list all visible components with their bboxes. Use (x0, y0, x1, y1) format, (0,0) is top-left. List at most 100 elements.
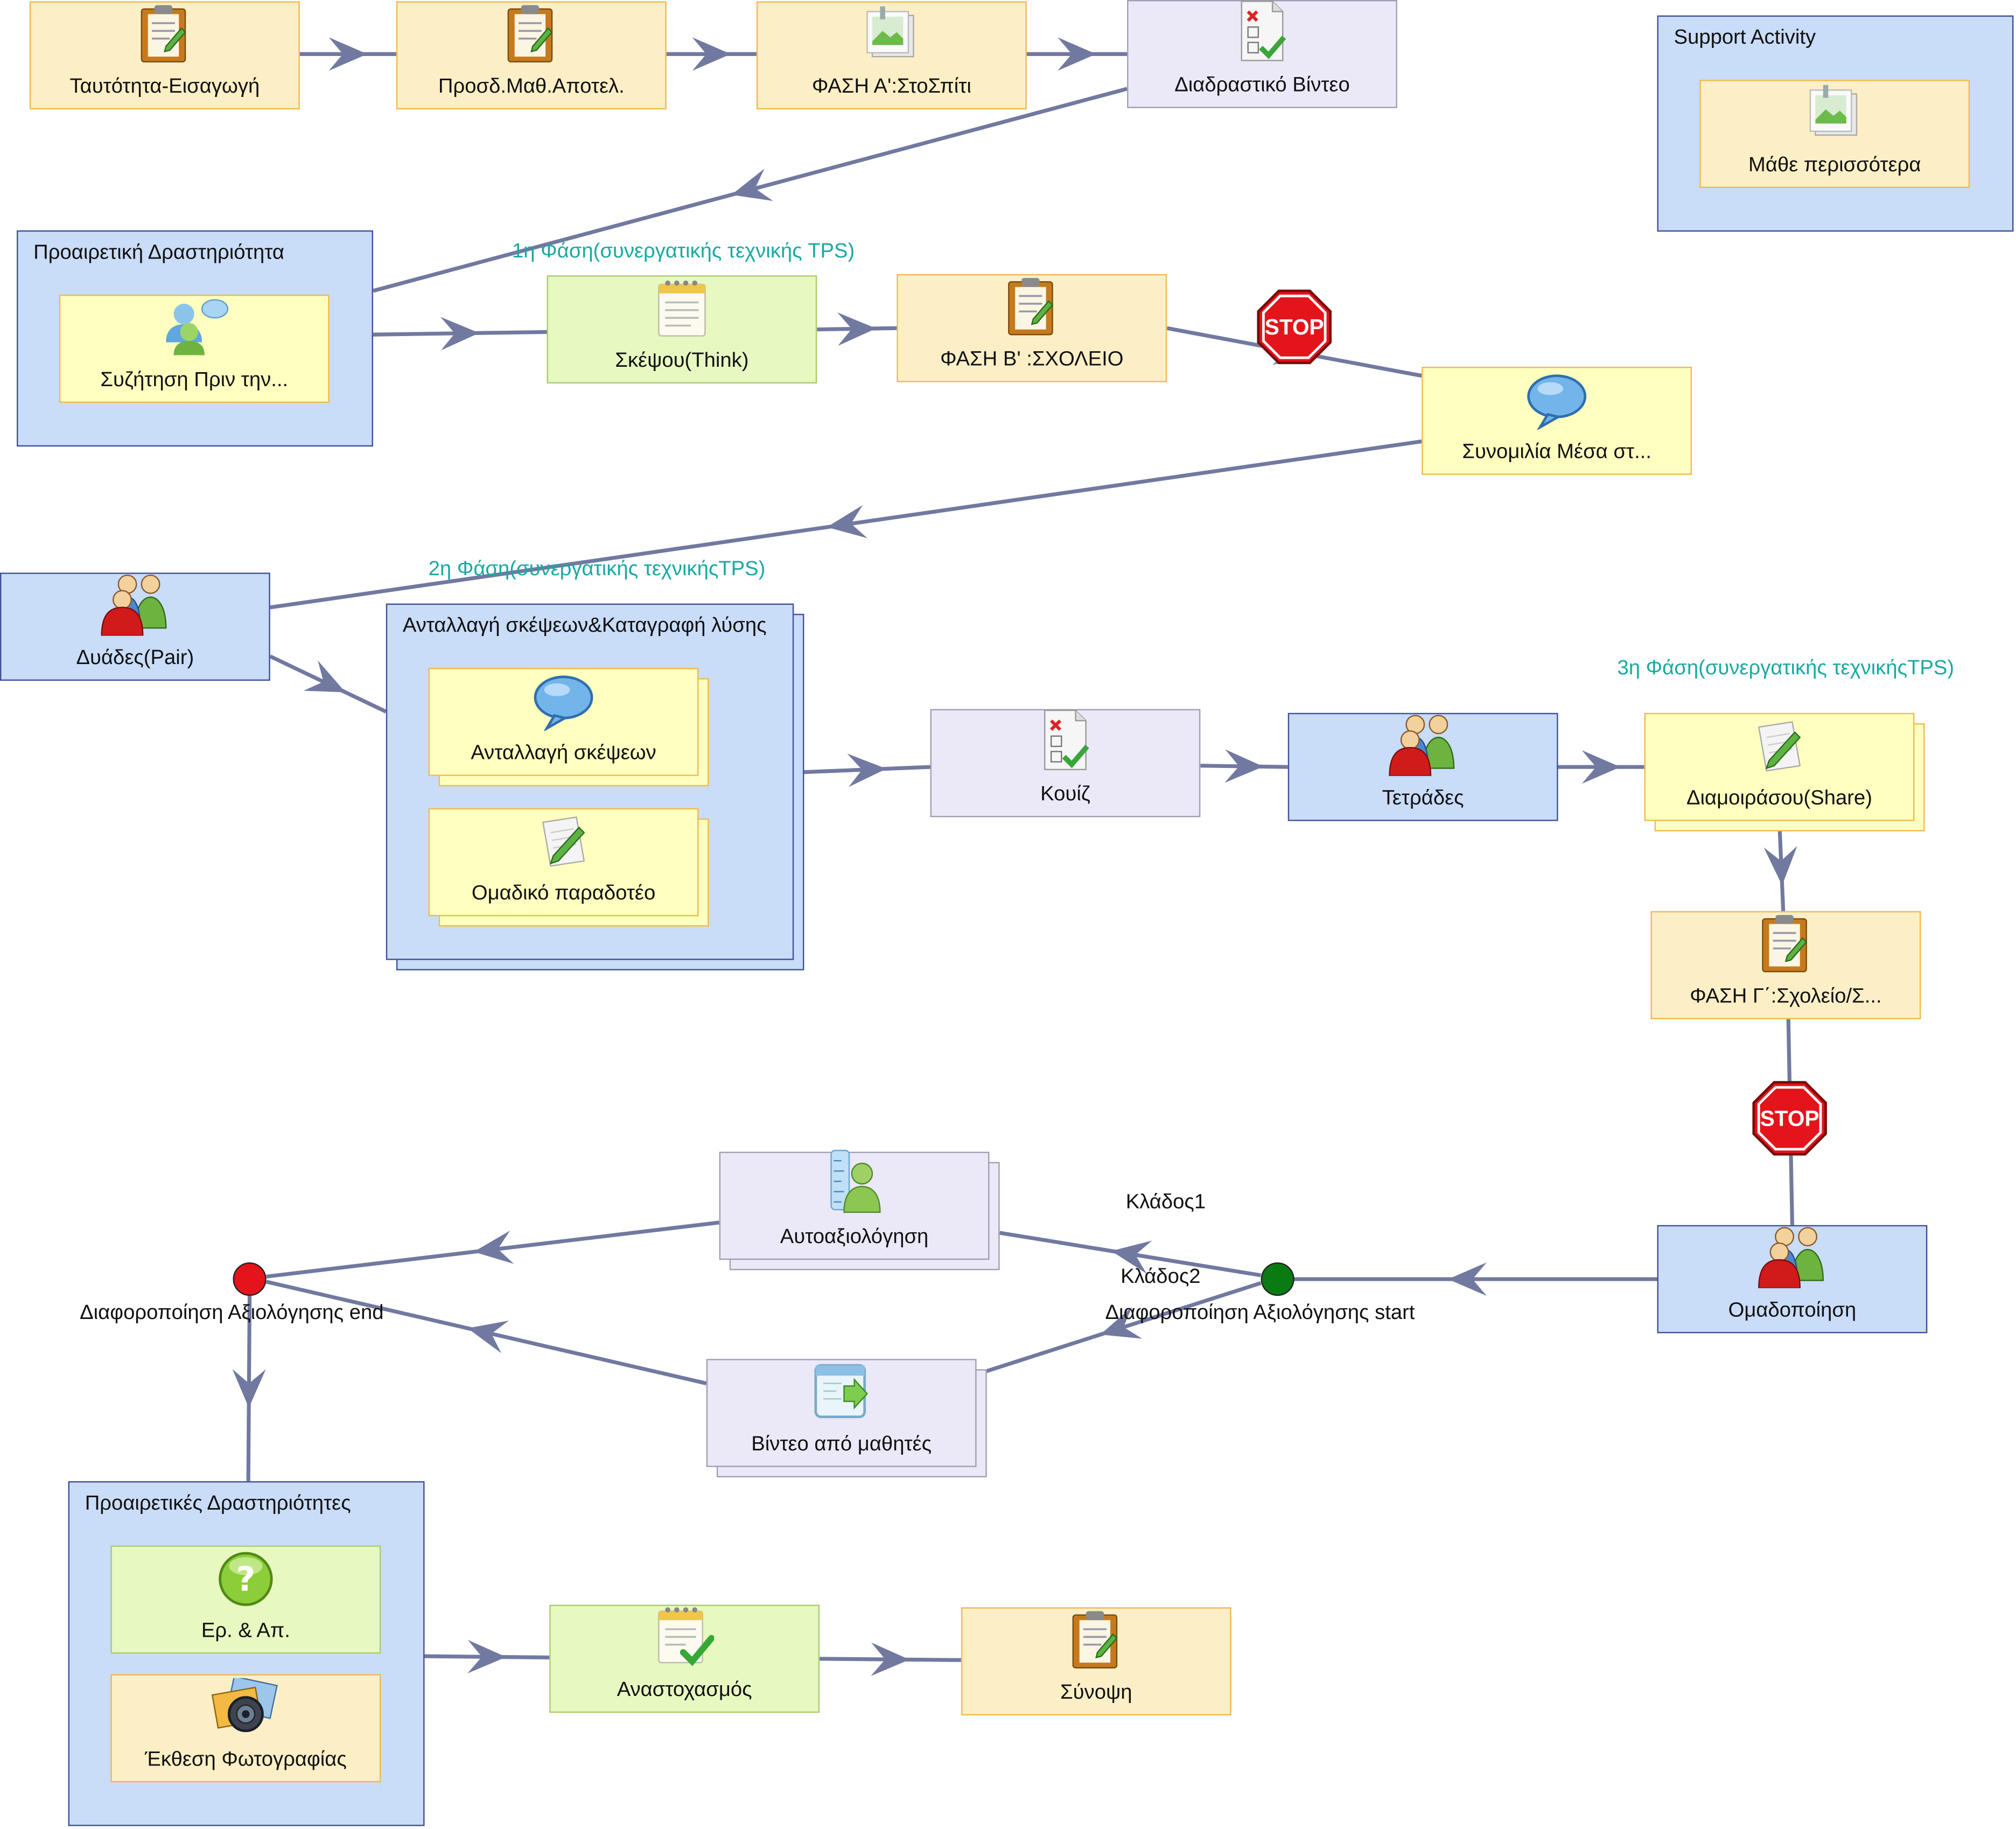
connector-arrowhead (871, 1642, 910, 1676)
activity-label: Δυάδες(Pair) (76, 647, 194, 669)
activity-label: Κουίζ (1040, 784, 1090, 806)
activity-label: Ομαδικό παραδοτέο (471, 883, 656, 905)
connector-arrowhead (692, 37, 731, 71)
activity-reflection[interactable]: Αναστοχασμός (549, 1603, 820, 1713)
connector-arrowhead (1581, 750, 1621, 784)
activity-think[interactable]: Σκέψου(Think) (547, 275, 817, 384)
activity-label: Συνομιλία Μέσα στ... (1462, 441, 1651, 464)
picture-icon (1805, 83, 1864, 149)
activity-label: Βίντεο από μαθητές (751, 1433, 932, 1456)
activity-grouping[interactable]: Ομαδοποίηση (1657, 1225, 1928, 1334)
activity-exchange-thoughts[interactable]: Ανταλλαγή σκέψεων (428, 668, 699, 776)
group-icon (1756, 1224, 1829, 1294)
container-title: Προαιρετικές Δραστηριότητες (85, 1492, 351, 1515)
activity-label: Σκέψου(Think) (615, 350, 749, 372)
gate-start-node[interactable] (1261, 1262, 1294, 1296)
activity-self-assessment[interactable]: Αυτοαξιολόγηση (719, 1149, 990, 1260)
container-title: Ανταλλαγή σκέψεων&Καταγραφή λύσης (402, 615, 767, 637)
paper-pencil-icon (535, 812, 592, 878)
activity-label: ΦΑΣΗ Α':ΣτοΣπίτι (811, 75, 971, 98)
photo-icon (209, 1676, 282, 1744)
stop-gate-1[interactable]: STOP (1257, 289, 1332, 365)
connector-arrowhead (1058, 37, 1096, 71)
container-title: Support Activity (1674, 27, 1816, 49)
activity-chat-inside[interactable]: Συνομιλία Μέσα στ... (1422, 366, 1692, 475)
video-icon (810, 1360, 872, 1429)
connector-arrowhead (837, 312, 877, 346)
activity-label: Ταυτότητα-Εισαγωγή (69, 75, 260, 98)
activity-label: Έκθεση Φωτογραφίας (144, 1749, 347, 1771)
quiz-icon (1038, 708, 1092, 778)
phase-1-label: 1η Φάση(συνεργατικής τεχνικής TPS) (512, 240, 855, 263)
svg-text:?: ? (236, 1559, 255, 1598)
connector-arrowhead (1763, 846, 1797, 885)
activity-interactive-video[interactable]: Διαδραστικό Βίντεο (1127, 0, 1397, 108)
gate-end-node[interactable] (233, 1262, 267, 1296)
activity-discussion-before[interactable]: Συζήτηση Πριν την... (59, 295, 330, 403)
chat-users-icon (158, 296, 230, 365)
activity-phase-a[interactable]: ΦΑΣΗ Α':ΣτοΣπίτι (756, 1, 1027, 110)
quiz-icon (1235, 0, 1289, 69)
activity-student-videos[interactable]: Βίντεο από μαθητές (706, 1359, 977, 1467)
self-assessment-icon (826, 1148, 883, 1221)
connector-arrowhead (1100, 1307, 1143, 1339)
clipboard-icon (138, 3, 192, 71)
connector-arrowhead (232, 1369, 266, 1408)
picture-icon (862, 5, 921, 71)
activity-pairs[interactable]: Δυάδες(Pair) (0, 573, 270, 681)
svg-text:STOP: STOP (1265, 315, 1324, 339)
activity-label: Διαδραστικό Βίντεο (1174, 74, 1350, 97)
connector-arrowhead (1224, 749, 1264, 783)
connector-arrowhead (467, 1639, 507, 1674)
group-icon (99, 571, 171, 642)
connector-arrowhead (440, 317, 480, 351)
paper-pencil-icon (1751, 717, 1808, 783)
connector-arrowhead (1448, 1262, 1487, 1296)
activity-group-deliverable[interactable]: Ομαδικό παραδοτέο (428, 808, 699, 917)
connector-arrowhead (731, 169, 773, 201)
connector-arrowhead (328, 37, 368, 71)
activity-label: Ανταλλαγή σκέψεων (471, 742, 656, 765)
activity-qa[interactable]: ? Ερ. & Απ. (110, 1545, 381, 1654)
activity-phase-b[interactable]: ΦΑΣΗ Β' :ΣΧΟΛΕΙΟ (897, 274, 1167, 382)
connector-arrowhead (467, 1321, 509, 1353)
activity-label: Διαμοιράσου(Share) (1686, 787, 1873, 809)
activity-summary[interactable]: Σύνοψη (961, 1607, 1231, 1716)
activity-label: Μάθε περισσότερα (1748, 154, 1921, 177)
speech-bubble-icon (1524, 373, 1588, 436)
stop-gate-2[interactable]: STOP (1752, 1081, 1827, 1156)
checklist-icon (655, 1603, 715, 1674)
activity-label: Ερ. & Απ. (201, 1620, 290, 1642)
activity-photo-exhibition[interactable]: Έκθεση Φωτογραφίας (110, 1674, 381, 1783)
activity-phase-c[interactable]: ΦΑΣΗ Γ΄:Σχολείο/Σ... (1650, 911, 1921, 1020)
phase-2-label: 2η Φάση(συνεργατικής τεχνικήςTPS) (428, 558, 766, 581)
question-icon: ? (216, 1549, 275, 1615)
activity-label: ΦΑΣΗ Β' :ΣΧΟΛΕΙΟ (940, 348, 1124, 371)
activity-label: Σύνοψη (1060, 1681, 1132, 1704)
notepad-icon (655, 277, 709, 345)
activity-label: Προσδ.Μαθ.Αποτελ. (438, 75, 625, 98)
connector-arrowhead (827, 505, 867, 539)
connector-arrowhead (473, 1231, 514, 1264)
activity-label: Αυτοαξιολόγηση (780, 1226, 929, 1248)
connector-arrowhead (303, 660, 346, 693)
branch-1-label: Κλάδος1 (1125, 1191, 1206, 1214)
connector-arrowhead (1111, 1240, 1152, 1274)
activity-quads[interactable]: Τετράδες (1287, 713, 1558, 821)
activity-learn-more[interactable]: Μάθε περισσότερα (1699, 80, 1970, 188)
svg-text:STOP: STOP (1760, 1106, 1819, 1131)
speech-bubble-icon (531, 674, 596, 737)
phase-3-label: 3η Φάση(συνεργατικής τεχνικήςTPS) (1617, 657, 1955, 680)
activity-share[interactable]: Διαμοιράσου(Share) (1644, 713, 1915, 821)
clipboard-icon (1005, 275, 1059, 344)
activity-intro[interactable]: Ταυτότητα-Εισαγωγή (29, 1, 300, 110)
activity-label: ΦΑΣΗ Γ΄:Σχολείο/Σ... (1690, 986, 1882, 1008)
activity-quiz[interactable]: Κουίζ (930, 709, 1201, 818)
gate-end-label: Διαφοροποίηση Αξιολόγησης end (80, 1302, 384, 1324)
activity-outcomes[interactable]: Προσδ.Μαθ.Αποτελ. (396, 1, 667, 110)
container-title: Προαιρετική Δραστηριότητα (33, 242, 284, 264)
activity-label: Αναστοχασμός (617, 1679, 752, 1701)
connector-arrowhead (847, 753, 887, 787)
activity-label: Τετράδες (1382, 787, 1464, 809)
